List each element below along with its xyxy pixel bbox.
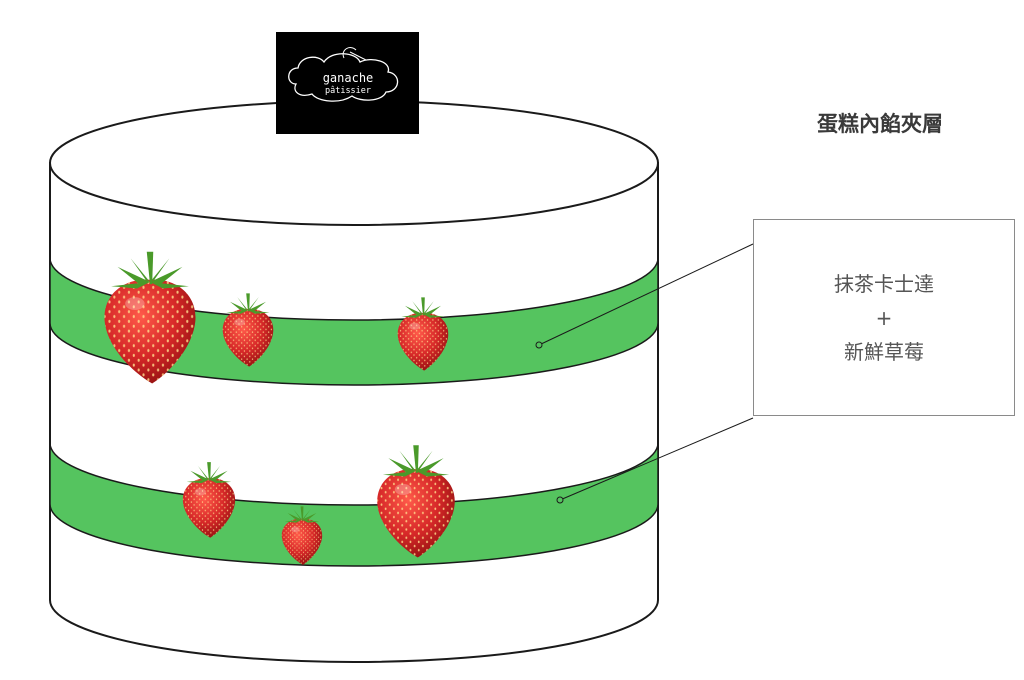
leader-line-top — [538, 243, 754, 346]
cream-layer-top — [49, 257, 659, 386]
filling-label-line-3: 新鮮草莓 — [844, 339, 924, 364]
diagram-title: 蛋糕內餡夾層 — [817, 112, 943, 136]
cake-body — [49, 162, 659, 663]
logo-text-patissier: pâtissier — [325, 86, 371, 96]
filling-label-box: 抹茶卡士達 + 新鮮草莓 — [753, 219, 1015, 416]
leader-line-bottom — [559, 417, 754, 501]
filling-label-line-1: 抹茶卡士達 — [834, 271, 934, 296]
logo-card: ganache pâtissier — [276, 32, 419, 134]
cloud-whisk-icon — [288, 53, 399, 102]
filling-label-line-2: + — [875, 305, 893, 330]
leader-dot-bottom — [556, 496, 564, 504]
logo-text-ganache: ganache — [323, 71, 374, 85]
leader-dot-top — [535, 341, 543, 349]
